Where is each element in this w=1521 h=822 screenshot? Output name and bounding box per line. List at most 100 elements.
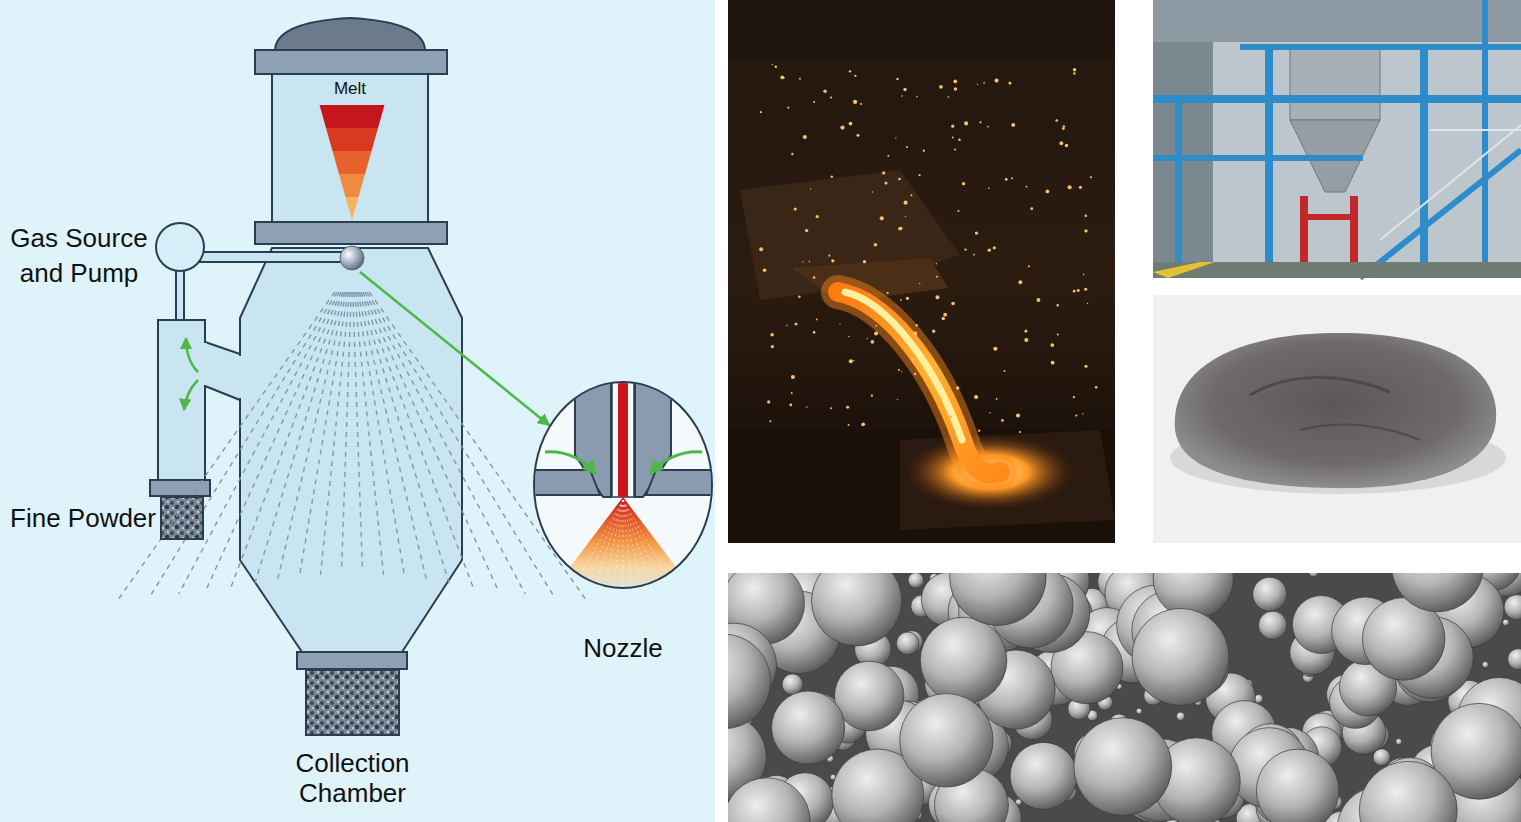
molten-metal-photo-part-part bbox=[904, 201, 908, 205]
powder-sem-image-part-part bbox=[1242, 781, 1252, 791]
powder-sem-image-part-part bbox=[728, 573, 805, 644]
molten-metal-photo-part-part bbox=[1084, 229, 1087, 232]
powder-sem-image-part-part bbox=[728, 755, 746, 789]
powder-sem-image-part bbox=[728, 573, 1521, 822]
powder-sem-image-part-part bbox=[830, 725, 856, 751]
atomizer-plant-photo-part bbox=[1153, 95, 1521, 103]
powder-sem-image-part-part bbox=[1328, 795, 1343, 810]
powder-sem-image-part-part bbox=[1459, 808, 1489, 822]
powder-sem-image-part-part bbox=[1436, 573, 1446, 582]
atomizer-plant-photo-part bbox=[1153, 262, 1215, 278]
powder-sem-image-part-part bbox=[776, 783, 786, 793]
powder-sem-image-part-part bbox=[728, 657, 762, 728]
powder-sem-image-part-part bbox=[1205, 660, 1213, 668]
powder-sem-image-part-part bbox=[1424, 595, 1431, 602]
powder-sem-image-part-part bbox=[1050, 676, 1061, 687]
molten-metal-photo-part-part bbox=[901, 95, 903, 97]
molten-metal-photo-part-part bbox=[1068, 185, 1072, 189]
molten-metal-photo-part-part bbox=[1008, 82, 1011, 85]
nozzle-cross-section-part bbox=[545, 497, 701, 600]
powder-sem-image-part-part bbox=[1301, 659, 1318, 676]
molten-metal-photo-part-part bbox=[1084, 365, 1087, 368]
spray-droplets-part bbox=[357, 292, 426, 581]
powder-sem-image-part-part bbox=[1117, 585, 1197, 665]
cyclone-separator-part bbox=[186, 338, 198, 372]
powder-sem-image-part-part bbox=[959, 573, 1039, 652]
powder-sem-image-part-part bbox=[832, 749, 924, 822]
powder-sem-image-part-part bbox=[1268, 803, 1293, 822]
powder-sem-image-part-part bbox=[1327, 674, 1368, 715]
atomizer-plant-photo-part bbox=[1420, 44, 1428, 278]
molten-metal-photo-part-part bbox=[1051, 361, 1055, 365]
molten-metal-photo-part-part bbox=[1087, 303, 1088, 304]
molten-metal-photo-part-part bbox=[1019, 431, 1021, 433]
powder-sem-image-part-part bbox=[732, 605, 755, 628]
powder-sem-image-part-part bbox=[1002, 800, 1009, 807]
nozzle-cross-section-part bbox=[612, 372, 634, 497]
powder-sem-image-part-part bbox=[1076, 650, 1085, 659]
molten-metal-photo-part-part bbox=[1077, 289, 1080, 292]
molten-metal-photo-part-part bbox=[848, 336, 849, 337]
spray-droplets-part bbox=[342, 292, 352, 572]
melt-chamber-body-part bbox=[346, 197, 359, 220]
powder-sem-image-part-part bbox=[743, 673, 758, 688]
powder-sem-image-part-part bbox=[728, 778, 810, 822]
molten-metal-photo-part-part bbox=[1011, 177, 1013, 179]
powder-sem-image-part-part bbox=[862, 666, 919, 723]
powder-sem-image-part-part bbox=[1153, 573, 1233, 619]
atomizer-vessel-part bbox=[240, 248, 462, 652]
molten-metal-photo-part-part bbox=[954, 87, 957, 90]
nozzle-cross-section-part bbox=[575, 375, 611, 497]
powder-sem-image-part-part bbox=[1256, 727, 1319, 790]
powder-sem-image-part-part bbox=[847, 668, 857, 678]
molten-metal-photo-part-part bbox=[1073, 396, 1075, 398]
powder-sem-image-part-part bbox=[1359, 602, 1415, 658]
molten-metal-photo-part-part bbox=[975, 231, 978, 234]
powder-sem-image-part-part bbox=[1385, 758, 1419, 792]
spray-droplets-part bbox=[179, 292, 340, 594]
powder-sem-image-part-part bbox=[1205, 673, 1255, 723]
powder-sem-image-part-part bbox=[1292, 596, 1350, 654]
molten-metal-photo-part-part bbox=[839, 324, 840, 325]
molten-metal-photo-part-part bbox=[874, 332, 878, 336]
powder-sem-image-part-part bbox=[1108, 625, 1115, 632]
powder-sem-image-part-part bbox=[1076, 608, 1137, 669]
molten-metal-photo-part-part bbox=[989, 412, 990, 413]
powder-sem-image-part-part bbox=[1015, 666, 1024, 675]
powder-sem-image-part-part bbox=[876, 701, 938, 763]
powder-sem-image-part-part bbox=[1152, 781, 1191, 820]
powder-sem-image-part-part bbox=[1426, 657, 1432, 663]
nozzle-cross-section-part bbox=[530, 378, 720, 593]
atomizer-plant-photo-part bbox=[1175, 95, 1182, 278]
molten-metal-photo-part-part bbox=[906, 297, 909, 300]
atomizer-vessel-part bbox=[237, 356, 243, 398]
molten-metal-photo-part-part bbox=[974, 395, 978, 399]
powder-sem-image-part-part bbox=[774, 778, 793, 797]
molten-metal-photo-part-part bbox=[846, 406, 849, 409]
spray-droplets-part bbox=[299, 292, 348, 578]
powder-sem-image-part-part bbox=[1104, 573, 1114, 574]
molten-metal-photo-part-part bbox=[936, 276, 938, 278]
powder-sem-image-part-part bbox=[1373, 749, 1390, 766]
molten-metal-photo-part-part bbox=[860, 103, 862, 105]
powder-pile-photo-part bbox=[1175, 333, 1496, 488]
spray-droplets-part bbox=[320, 292, 349, 575]
spray-droplets-part bbox=[255, 292, 345, 584]
powder-sem-image-part-part bbox=[821, 813, 842, 822]
nozzle-cross-section bbox=[528, 372, 720, 600]
molten-metal-photo-part-part bbox=[911, 358, 914, 361]
molten-metal-photo-part-part bbox=[900, 299, 902, 301]
molten-metal-photo-part-part bbox=[903, 88, 906, 91]
powder-sem-image-part-part bbox=[991, 687, 998, 694]
powder-sem-image-part-part bbox=[1508, 649, 1521, 670]
powder-sem-image-part-part bbox=[849, 819, 856, 822]
molten-metal-photo-part-part bbox=[875, 325, 877, 327]
powder-sem-image-part-part bbox=[936, 710, 1009, 783]
powder-sem-image-part-part bbox=[1501, 722, 1507, 728]
powder-sem-image-part-part bbox=[965, 702, 979, 716]
molten-metal-photo-part-part bbox=[949, 415, 953, 419]
powder-sem-image-part-part bbox=[1087, 662, 1100, 675]
molten-metal-photo-part-part bbox=[901, 371, 902, 372]
molten-metal-photo-part-part bbox=[1083, 274, 1085, 276]
molten-metal-photo-part-part bbox=[913, 332, 917, 336]
